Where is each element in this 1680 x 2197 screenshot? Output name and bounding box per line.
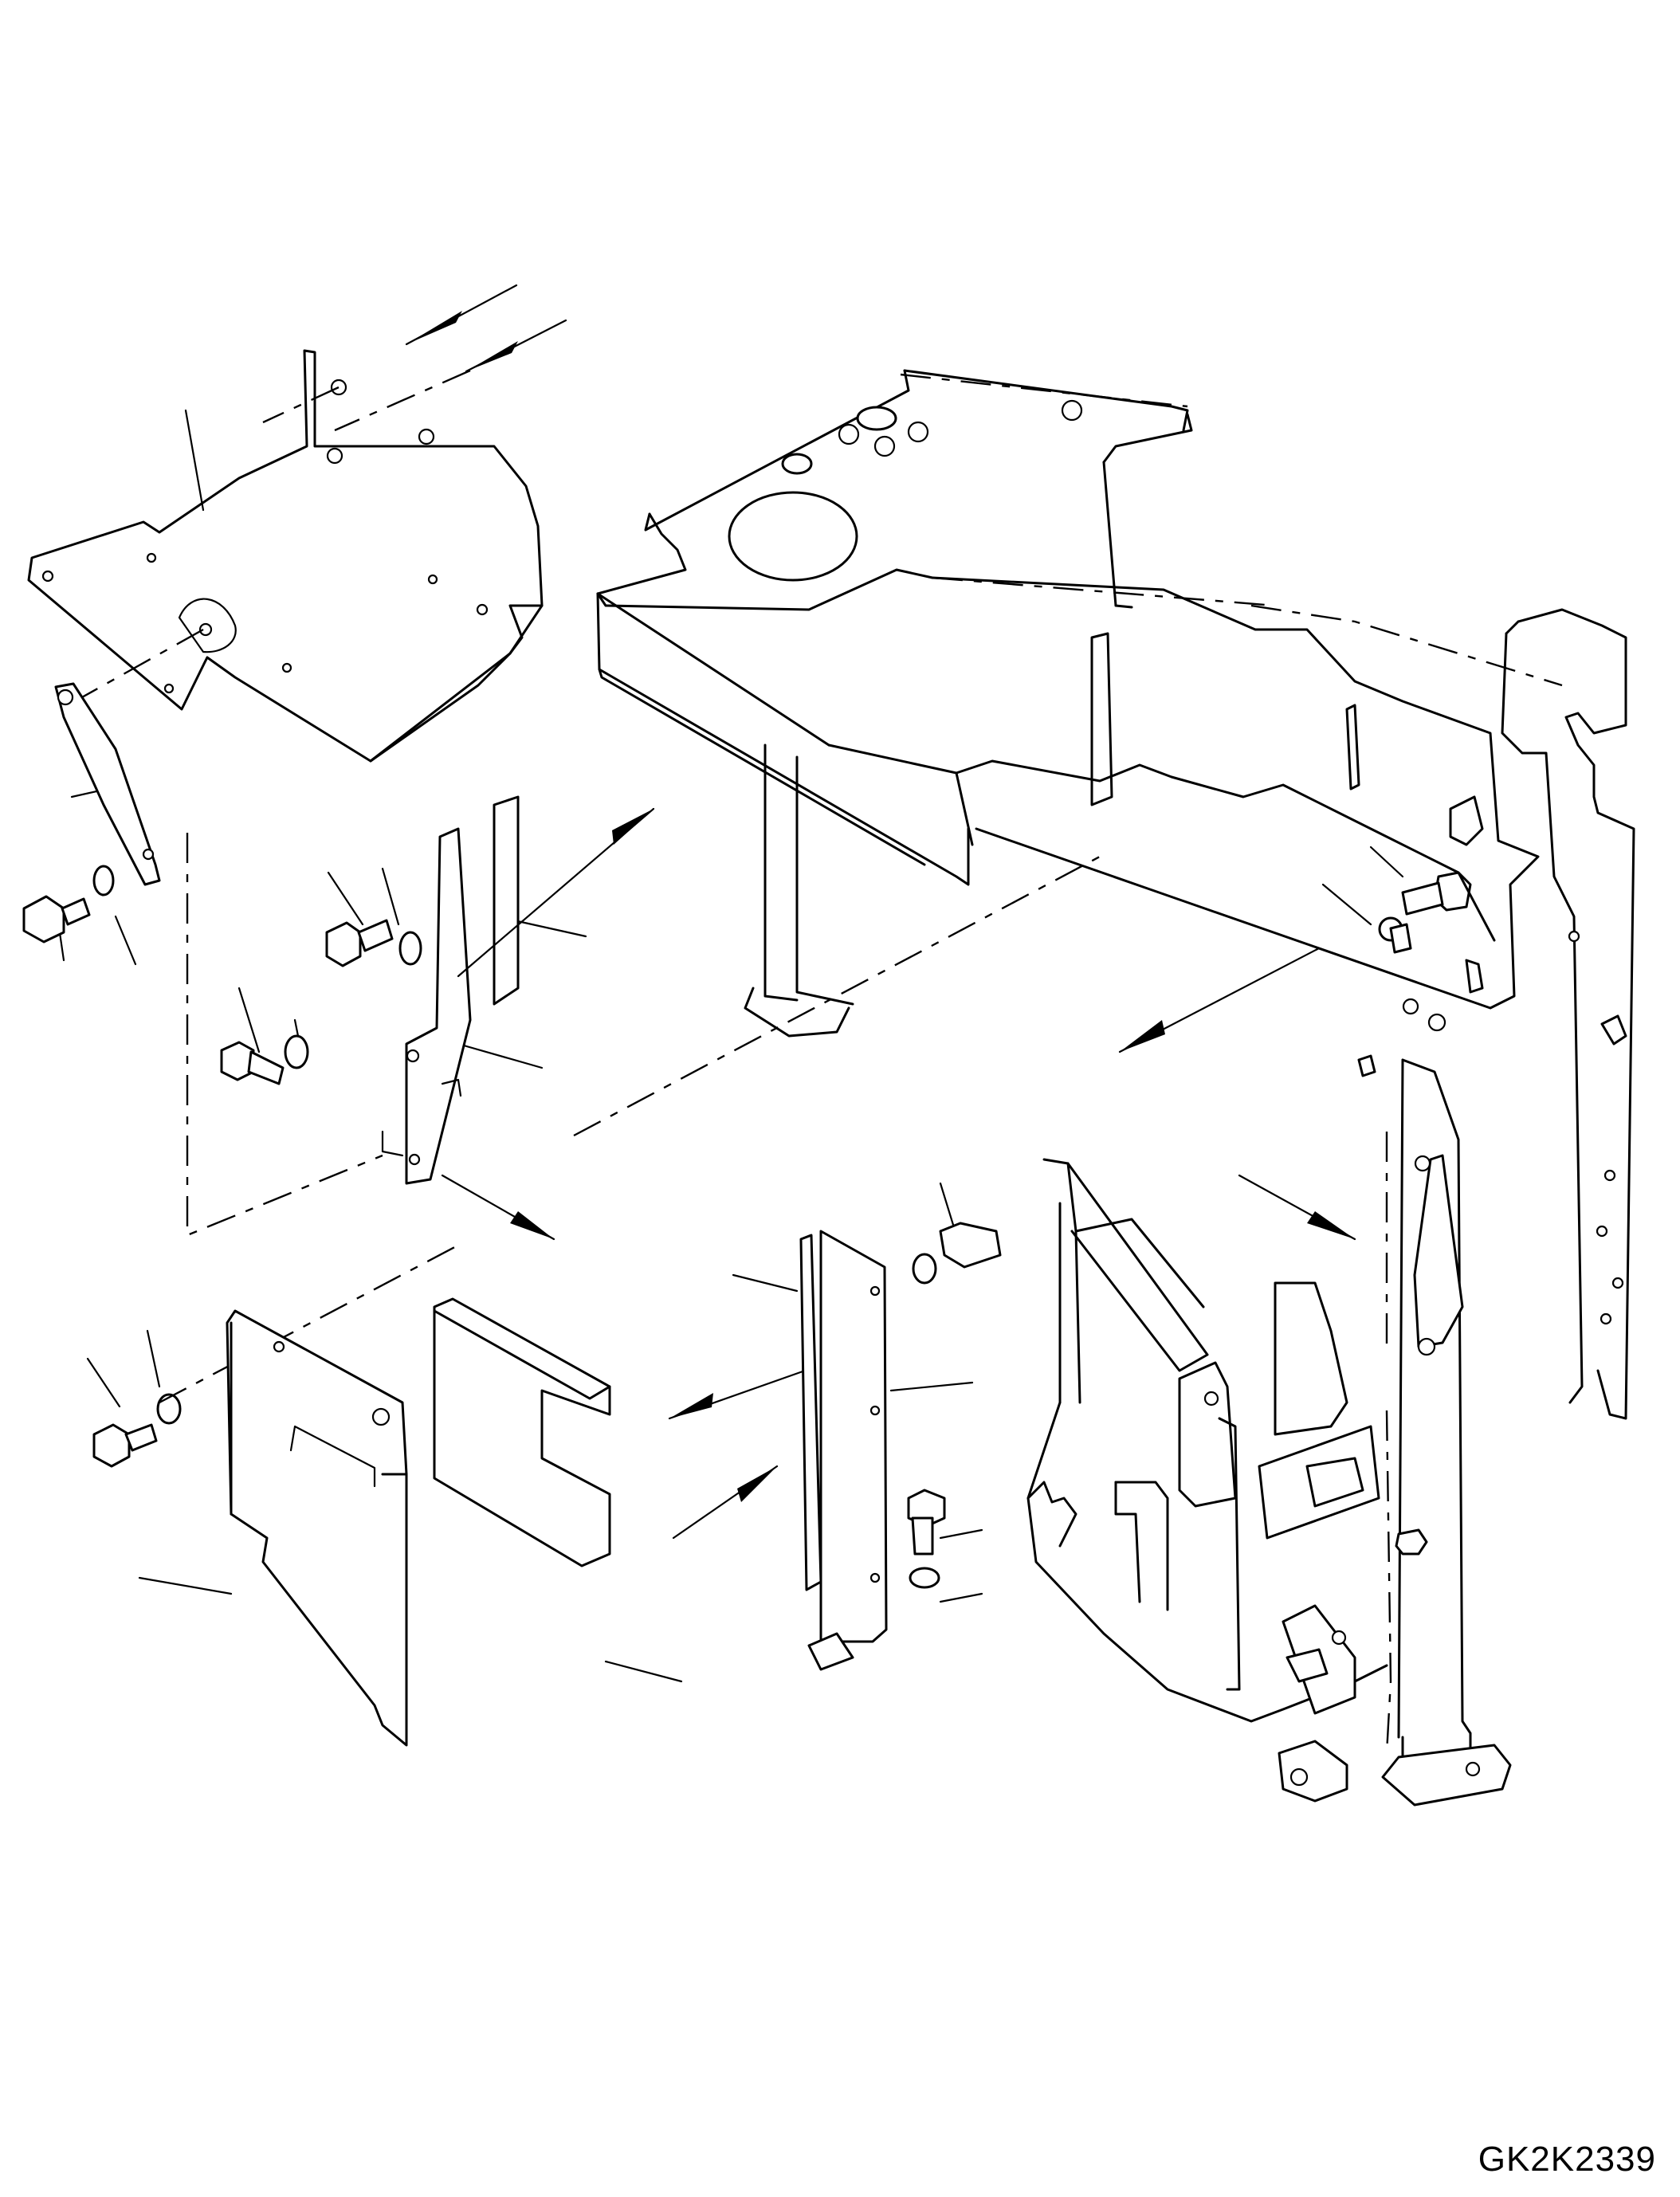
- bolt-washer-set-7: [1378, 871, 1472, 942]
- insulation-block: [433, 1297, 611, 1567]
- bolt-washer-set-4: [92, 1393, 182, 1468]
- bolt-washer-set-3: [220, 1034, 309, 1085]
- middle-arrows: [159, 807, 1356, 1540]
- main-cab-frame: [596, 369, 1635, 1807]
- bolt-washer-set-5: [912, 1222, 1002, 1285]
- lower-side-panel: [226, 1309, 408, 1747]
- bolt-washer-set-1: [22, 865, 115, 944]
- bolt-washer-set-2: [325, 919, 422, 967]
- drawing-code: GK2K2339: [1478, 2140, 1656, 2179]
- bolt-washer-set-6: [907, 1489, 946, 1589]
- top-cover-plate: [27, 349, 544, 763]
- middle-mount-bracket: [381, 795, 520, 1185]
- left-bracket: [54, 682, 383, 1237]
- top-arrows: [67, 284, 567, 707]
- lower-mount-assembly: [1026, 1158, 1428, 1803]
- center-vertical-plate: [799, 1230, 888, 1671]
